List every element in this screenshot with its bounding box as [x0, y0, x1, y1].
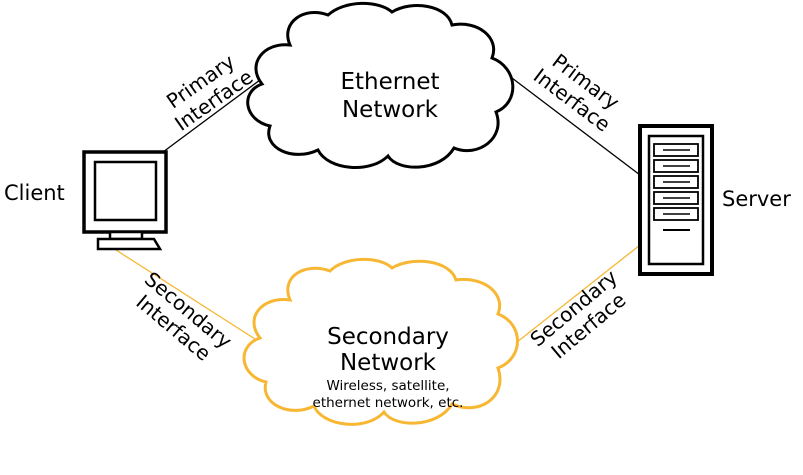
- server-secondary-link: [511, 244, 641, 347]
- server-tower-icon: [638, 124, 714, 276]
- client-secondary-link: [115, 249, 267, 347]
- secondary-cloud-desc-line1: Wireless, satellite,: [326, 378, 449, 394]
- client-monitor-icon: [82, 150, 168, 251]
- client-primary-link: [162, 73, 269, 153]
- ethernet-network-cloud: [246, 1, 515, 169]
- ethernet-cloud-title-line2: Network: [342, 97, 439, 123]
- server-label: Server: [722, 187, 791, 211]
- client-label: Client: [4, 181, 65, 205]
- secondary-network-cloud: [242, 257, 519, 426]
- secondary-cloud-title-line2: Network: [340, 350, 437, 376]
- secondary-cloud-title-line1: Secondary: [327, 324, 449, 350]
- server-primary-link: [511, 77, 641, 176]
- ethernet-cloud-title-line1: Ethernet: [340, 69, 439, 95]
- secondary-cloud-desc-line2: ethernet network, etc.: [313, 395, 464, 411]
